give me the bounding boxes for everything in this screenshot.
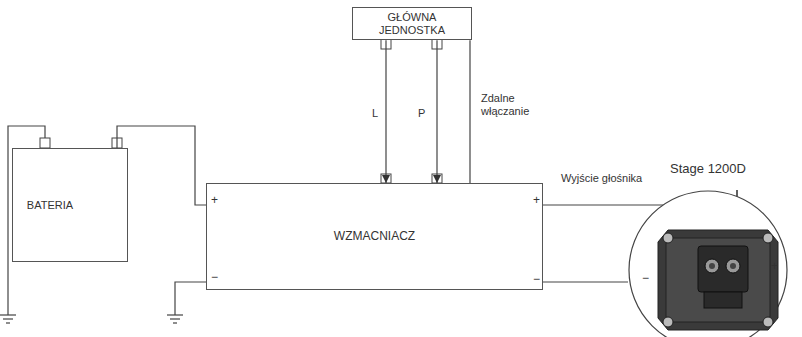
polarity-sign: − xyxy=(210,271,219,285)
ground-symbol xyxy=(0,315,183,323)
wire-connector xyxy=(543,281,628,282)
ground-wire xyxy=(175,282,206,315)
wires xyxy=(8,126,737,315)
polarity-sign: − xyxy=(641,272,650,286)
polarity-sign: + xyxy=(770,260,779,274)
speaker-circle: Stage 1200D xyxy=(628,190,788,337)
node-label: WZMACNIACZ xyxy=(334,230,415,244)
signal-label: L xyxy=(371,107,379,120)
signal-label: P xyxy=(417,107,426,120)
node-label: BATERIA xyxy=(27,199,73,212)
speaker-illustration xyxy=(628,190,788,337)
signal-label: Zdalne włączanie xyxy=(480,92,554,117)
wire-connector xyxy=(385,40,386,183)
signal-label: Wyjście głośnika xyxy=(560,172,643,185)
polarity-sign: + xyxy=(532,194,541,208)
battery-box: BATERIA xyxy=(12,148,128,262)
wire-connector xyxy=(436,40,437,183)
polarity-sign: − xyxy=(532,273,541,287)
node-label: GŁÓWNA JEDNOSTKA xyxy=(364,11,460,36)
polarity-sign: + xyxy=(210,194,219,208)
amplifier-box: WZMACNIACZ xyxy=(206,183,543,290)
head-unit-box: GŁÓWNA JEDNOSTKA xyxy=(352,7,472,40)
wire-connector xyxy=(469,40,470,183)
wire-connector xyxy=(117,126,206,205)
node-label: Stage 1200D xyxy=(670,162,746,177)
